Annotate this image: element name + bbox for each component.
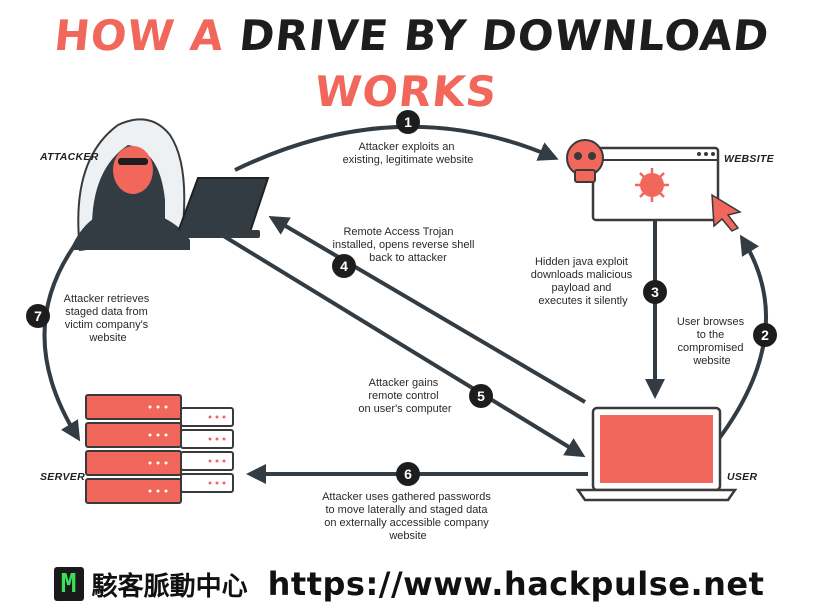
step-badge-6: 6 bbox=[396, 462, 420, 486]
hacker-icon bbox=[70, 118, 190, 252]
step-text-2: User browses to the compromised website bbox=[677, 316, 747, 367]
footer-org-name: 駭客脈動中心 bbox=[91, 571, 248, 602]
node-label-attacker: ATTACKER bbox=[39, 151, 99, 163]
step-text-5: Attacker gains remote control on user's … bbox=[358, 377, 452, 415]
arrow-step-4 bbox=[268, 215, 587, 404]
step-badge-2: 2 bbox=[753, 323, 777, 347]
footer-url[interactable]: https://www.hackpulse.net bbox=[267, 565, 765, 603]
step-text-6: Attacker uses gathered passwords to move… bbox=[322, 491, 494, 542]
step-number-3: 3 bbox=[651, 284, 659, 300]
skull-icon bbox=[566, 139, 604, 183]
step-number-5: 5 bbox=[477, 388, 485, 404]
arrow-step-5 bbox=[220, 233, 586, 458]
step-badge-1: 1 bbox=[396, 110, 420, 134]
step-number-1: 1 bbox=[404, 114, 412, 130]
flow-diagram: ATTACKER WEBSITE bbox=[26, 110, 777, 542]
step-badge-5: 5 bbox=[469, 384, 493, 408]
step-badge-7: 7 bbox=[26, 304, 50, 328]
footer-banner: M 駭客脈動中心 https://www.hackpulse.net bbox=[0, 556, 818, 612]
step-text-3: Hidden java exploit downloads malicious … bbox=[531, 256, 636, 307]
step-number-4: 4 bbox=[340, 258, 348, 274]
virus-icon bbox=[635, 168, 669, 202]
hackpulse-logo: M bbox=[53, 567, 84, 601]
step-text-7: Attacker retrieves staged data from vict… bbox=[64, 293, 153, 344]
step-text-1: Attacker exploits an existing, legitimat… bbox=[343, 141, 474, 166]
step-number-2: 2 bbox=[761, 327, 769, 343]
server-rack-icon bbox=[85, 394, 234, 504]
arrow-step-7 bbox=[42, 236, 82, 442]
node-label-website: WEBSITE bbox=[724, 153, 775, 165]
step-number-6: 6 bbox=[404, 466, 412, 482]
laptop-icon bbox=[168, 177, 270, 238]
step-text-4: Remote Access Trojan installed, opens re… bbox=[333, 226, 478, 264]
node-label-user: USER bbox=[727, 471, 757, 483]
step-badge-3: 3 bbox=[643, 280, 667, 304]
step-badge-4: 4 bbox=[332, 254, 356, 278]
step-number-7: 7 bbox=[34, 308, 42, 324]
user-laptop-icon bbox=[575, 406, 738, 502]
cursor-icon bbox=[711, 193, 742, 232]
node-label-server: SERVER bbox=[40, 471, 85, 483]
